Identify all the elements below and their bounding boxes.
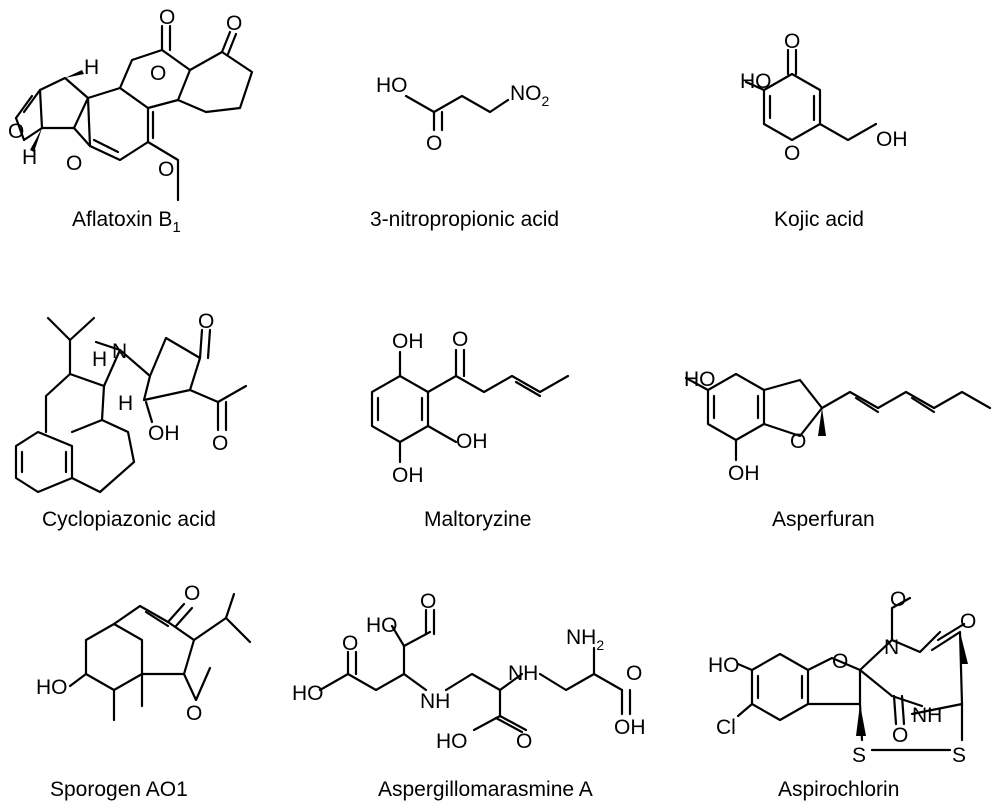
atom-oh: OH [392, 330, 424, 353]
atom-ho: HO [684, 368, 716, 391]
atom-no2: NO2 [510, 82, 550, 109]
atom-o: O [342, 632, 358, 655]
atom-o: O [8, 120, 24, 143]
atom-h: H [92, 348, 107, 371]
atom-oh: OH [148, 422, 180, 445]
caption-sporogen-ao1: Sporogen AO1 [50, 778, 188, 801]
caption-aspirochlorin: Aspirochlorin [778, 778, 899, 801]
atom-o: O [159, 6, 175, 29]
atom-n: N [112, 340, 127, 363]
structure-aflatoxin-b1: O O O H H O O O Aflatoxin B1 [8, 6, 254, 236]
caption-asperfuran: Asperfuran [772, 508, 875, 531]
atom-nh: NH [420, 690, 450, 713]
atom-o: O [790, 430, 806, 453]
structure-sporogen-ao1: O HO O Sporogen AO1 [36, 582, 252, 801]
structure-aspirochlorin: HO Cl O N O O O NH S S Aspirochlorin [708, 588, 976, 801]
atom-ho: HO [36, 676, 68, 699]
structure-aspergillomarasmine-a: HO O HO O NH HO O NH NH2 OH O Aspergillo… [292, 590, 646, 801]
atom-o: O [960, 610, 976, 633]
atom-nh: NH [508, 662, 538, 685]
atom-nh: NH [912, 704, 942, 727]
atom-ho: HO [740, 70, 772, 93]
caption-cyclopiazonic-acid: Cyclopiazonic acid [42, 508, 216, 531]
atom-ho: HO [708, 654, 740, 677]
caption-kojic-acid: Kojic acid [774, 208, 864, 231]
structure-cyclopiazonic-acid: N O H H OH O Cyclopiazonic acid [14, 310, 248, 531]
atom-s: S [952, 744, 966, 767]
structure-asperfuran: HO O OH Asperfuran [684, 368, 992, 531]
atom-o: O [158, 158, 174, 181]
atom-o: O [892, 724, 908, 747]
atom-o: O [198, 310, 214, 333]
caption-3-nitropropionic-acid: 3-nitropropionic acid [370, 208, 559, 231]
atom-o: O [890, 588, 906, 611]
atom-s: S [852, 744, 866, 767]
structure-3-nitropropionic-acid: HO O NO2 3-nitropropionic acid [370, 74, 559, 231]
atom-cl: Cl [716, 716, 736, 739]
atom-h: H [22, 146, 37, 169]
atom-h: H [118, 392, 133, 415]
atom-o: O [66, 152, 82, 175]
atom-o: O [212, 432, 228, 455]
atom-oh: OH [876, 128, 908, 151]
atom-o: O [832, 650, 848, 673]
atom-oh: OH [456, 430, 488, 453]
atom-oh: OH [728, 462, 760, 485]
atom-ho: HO [436, 730, 468, 753]
atom-ho: HO [376, 74, 408, 97]
atom-o: O [186, 702, 202, 725]
atom-oh: OH [392, 464, 424, 487]
caption-aflatoxin-b1: Aflatoxin B1 [72, 208, 181, 236]
atom-o: O [226, 12, 242, 35]
atom-ho: HO [292, 682, 324, 705]
atom-o: O [420, 590, 436, 613]
atom-o: O [184, 582, 200, 605]
atom-o: O [784, 142, 800, 165]
atom-o: O [452, 328, 468, 351]
atom-nh2: NH2 [566, 626, 604, 653]
structure-kojic-acid: O HO O OH Kojic acid [740, 30, 908, 231]
atom-n: N [884, 636, 899, 659]
atom-ho: HO [366, 614, 398, 637]
atom-h: H [84, 56, 99, 79]
atom-oh: OH [614, 716, 646, 739]
atom-o: O [426, 132, 442, 155]
caption-maltoryzine: Maltoryzine [424, 508, 531, 531]
atom-o: O [626, 662, 642, 685]
atom-o: O [150, 62, 166, 85]
structure-maltoryzine: OH O OH OH Maltoryzine [370, 328, 570, 531]
atom-o: O [516, 730, 532, 753]
caption-aspergillomarasmine-a: Aspergillomarasmine A [378, 778, 593, 801]
atom-o: O [784, 30, 800, 53]
